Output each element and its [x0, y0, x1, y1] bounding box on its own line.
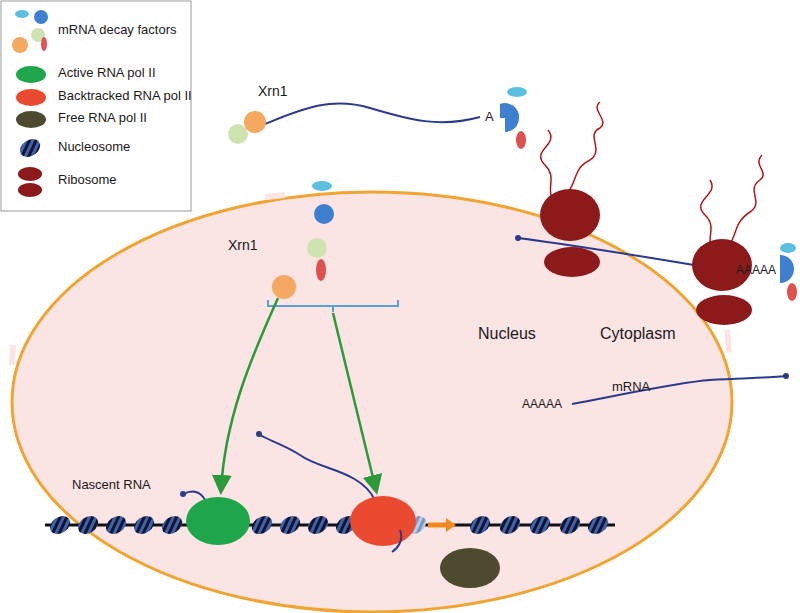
- legend-swatch: [16, 66, 46, 83]
- nucleosome: [466, 512, 493, 538]
- nucleosome: [74, 512, 101, 538]
- decay-factor: [516, 131, 526, 149]
- legend-text: Ribosome: [58, 173, 117, 187]
- nascent-rna: [184, 492, 205, 500]
- nucleosomes: [46, 512, 611, 538]
- active-pol-ii: [186, 497, 250, 545]
- decay-factor: [780, 243, 796, 253]
- nucleosome: [584, 512, 611, 538]
- nucleosome: [276, 512, 303, 538]
- mrna: [572, 376, 785, 404]
- direction-arrow: [428, 523, 448, 528]
- nucleosome: [248, 512, 275, 538]
- rna-cap: [515, 235, 521, 241]
- ribosome: [696, 295, 752, 325]
- nuclear-pore: [727, 330, 729, 352]
- legend-swatch: [16, 89, 46, 106]
- bracket: [268, 300, 398, 312]
- decay-factor: [316, 259, 326, 281]
- legend-text: Active RNA pol II: [58, 66, 156, 80]
- label: A: [485, 110, 494, 124]
- label: AAAAA: [736, 264, 776, 277]
- nucleosome: [556, 512, 583, 538]
- decay-factor: [787, 283, 797, 301]
- backtracked-rna: [392, 530, 401, 552]
- decay-factor: [780, 255, 794, 283]
- xrn1: [244, 111, 266, 133]
- green-arrow: [221, 298, 278, 490]
- rna-cap: [783, 373, 789, 379]
- nuclear-pore: [265, 195, 285, 197]
- green-arrow: [333, 313, 376, 490]
- nucleosome: [130, 512, 157, 538]
- legend-text: mRNA decay factors: [58, 23, 177, 37]
- label: Cytoplasm: [600, 325, 676, 343]
- label: Xrn1: [258, 84, 288, 99]
- ribosome: [540, 189, 600, 241]
- mrna: [265, 103, 480, 124]
- legend-decay-sample: [12, 10, 48, 53]
- decay-factor: [314, 204, 334, 224]
- nucleosome: [526, 512, 553, 538]
- nucleosome: [496, 512, 523, 538]
- nucleosome: [304, 512, 331, 538]
- decay-factor: [228, 124, 248, 144]
- nascent-rna: [260, 435, 375, 500]
- nuclear-pore: [12, 345, 13, 365]
- legend-nucleosome-sample: [16, 135, 43, 161]
- legend-ribosome-sample: [18, 167, 42, 197]
- label: Nucleus: [478, 325, 536, 343]
- decay-factor: [312, 181, 332, 191]
- decay-factor: [307, 238, 327, 258]
- legend-text: Nucleosome: [58, 140, 130, 154]
- label: mRNA: [612, 380, 650, 394]
- label: AAAAA: [522, 398, 562, 411]
- xrn1: [272, 275, 296, 299]
- rna-cap: [256, 431, 262, 437]
- dna: [45, 524, 615, 527]
- legend-text: Free RNA pol II: [58, 111, 147, 125]
- decay-factor: [500, 103, 519, 118]
- nucleosome: [158, 512, 185, 538]
- rna-cap: [180, 491, 186, 497]
- legend-text: Backtracked RNA pol II: [58, 89, 192, 103]
- decay-factor: [507, 87, 527, 97]
- label: Nascent RNA: [72, 478, 151, 492]
- ribosome: [544, 247, 600, 277]
- legend-swatch: [16, 111, 46, 128]
- direction-arrow: [446, 518, 456, 532]
- nucleus: [12, 192, 732, 612]
- nucleosome: [46, 512, 73, 538]
- backtracked-pol-ii: [350, 496, 416, 546]
- free-pol-ii: [440, 548, 500, 588]
- legend-box: [1, 1, 191, 211]
- label: Xrn1: [228, 238, 258, 253]
- nucleosome: [102, 512, 129, 538]
